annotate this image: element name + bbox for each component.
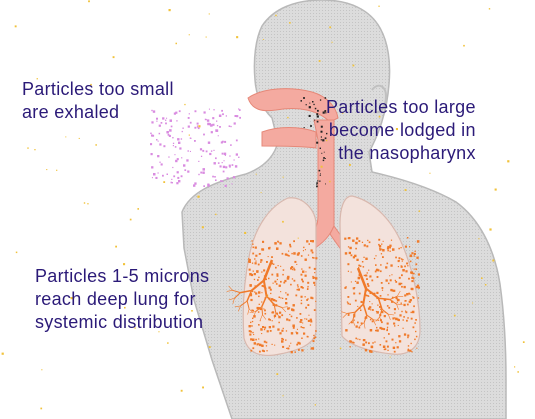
annotation-deep-lung-line-1: Particles 1-5 microns — [35, 265, 209, 288]
annotation-nasopharynx-line-3: the nasopharynx — [326, 142, 476, 165]
annotation-deep-lung: Particles 1-5 microns reach deep lung fo… — [35, 265, 209, 334]
annotation-deep-lung-line-3: systemic distribution — [35, 311, 209, 334]
annotation-exhaled-line-2: are exhaled — [22, 101, 174, 124]
annotation-deep-lung-line-2: reach deep lung for — [35, 288, 209, 311]
mouth — [262, 128, 316, 149]
annotation-nasopharynx: Particles too large become lodged in the… — [326, 96, 476, 165]
annotation-nasopharynx-line-2: become lodged in — [326, 119, 476, 142]
annotation-exhaled: Particles too small are exhaled — [22, 78, 174, 124]
annotation-nasopharynx-line-1: Particles too large — [326, 96, 476, 119]
annotation-exhaled-line-1: Particles too small — [22, 78, 174, 101]
